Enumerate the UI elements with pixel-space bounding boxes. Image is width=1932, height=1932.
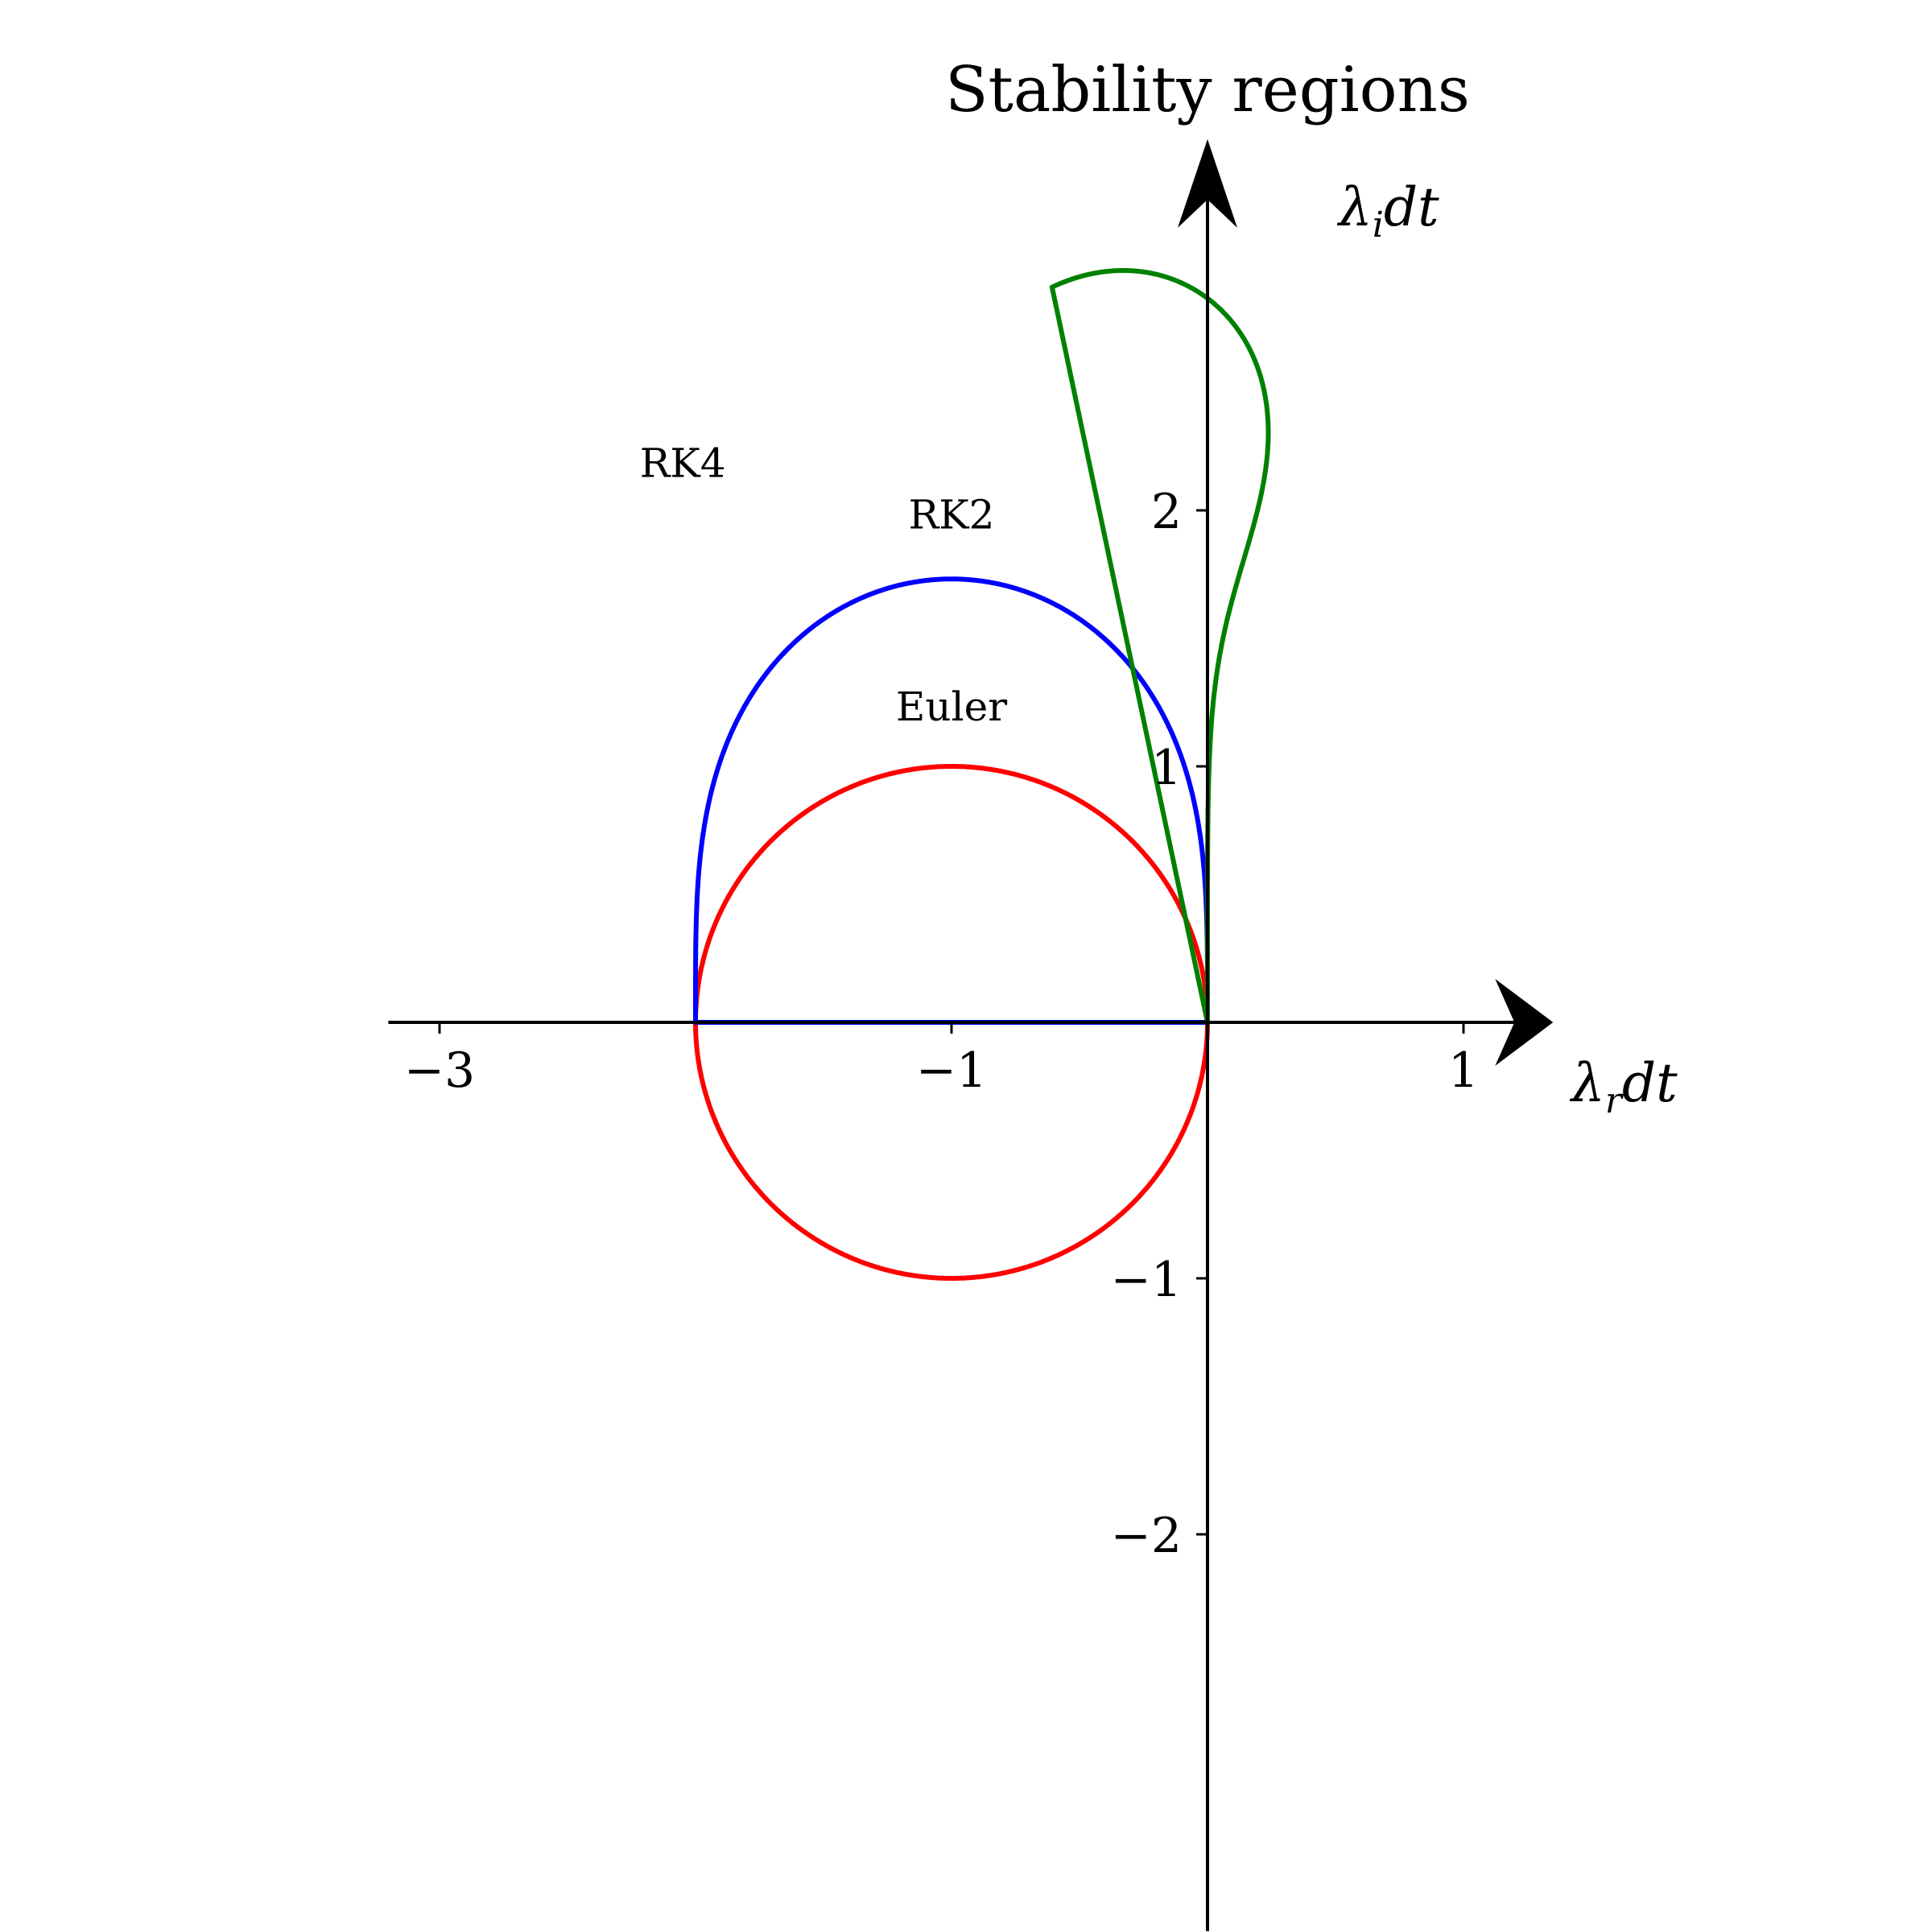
x-tick-label: −1 [916,1042,987,1099]
y-tick-label: 2 [1151,484,1182,540]
x-axis-label-base: λ [1569,1052,1605,1114]
y-tick-label: −2 [1111,1508,1182,1564]
x-axis-label-subscript: r [1605,1080,1624,1121]
x-axis-arrowhead [1495,979,1554,1066]
y-tick-label: 1 [1151,740,1182,796]
y-axis-label-rest: dt [1384,176,1439,238]
axes-layer [388,138,1554,1931]
series-line-rk4 [1049,268,1271,1025]
y-axis-label-base: λ [1336,176,1373,238]
x-tick-label: 1 [1448,1042,1479,1099]
series-label-rk2: RK2 [909,491,995,538]
y-tick-label: −1 [1111,1252,1182,1308]
y-axis-label: λidt [1336,176,1439,246]
series-label-rk4: RK4 [640,440,726,487]
series-label-euler: Euler [896,683,1007,730]
x-axis-label-rest: dt [1622,1052,1678,1114]
x-axis-label: λrdt [1569,1052,1678,1121]
x-tick-label: −3 [404,1042,475,1099]
ticks-layer: −3 −1 1 2 1 −1 −2 [404,484,1479,1564]
series-line-rk2 [693,576,1210,1025]
labels-layer: Euler RK2 RK4 [640,440,1007,730]
y-axis-label-subscript: i [1373,204,1384,246]
chart-title: Stability regions [945,54,1470,126]
y-axis-arrowhead [1178,138,1237,228]
